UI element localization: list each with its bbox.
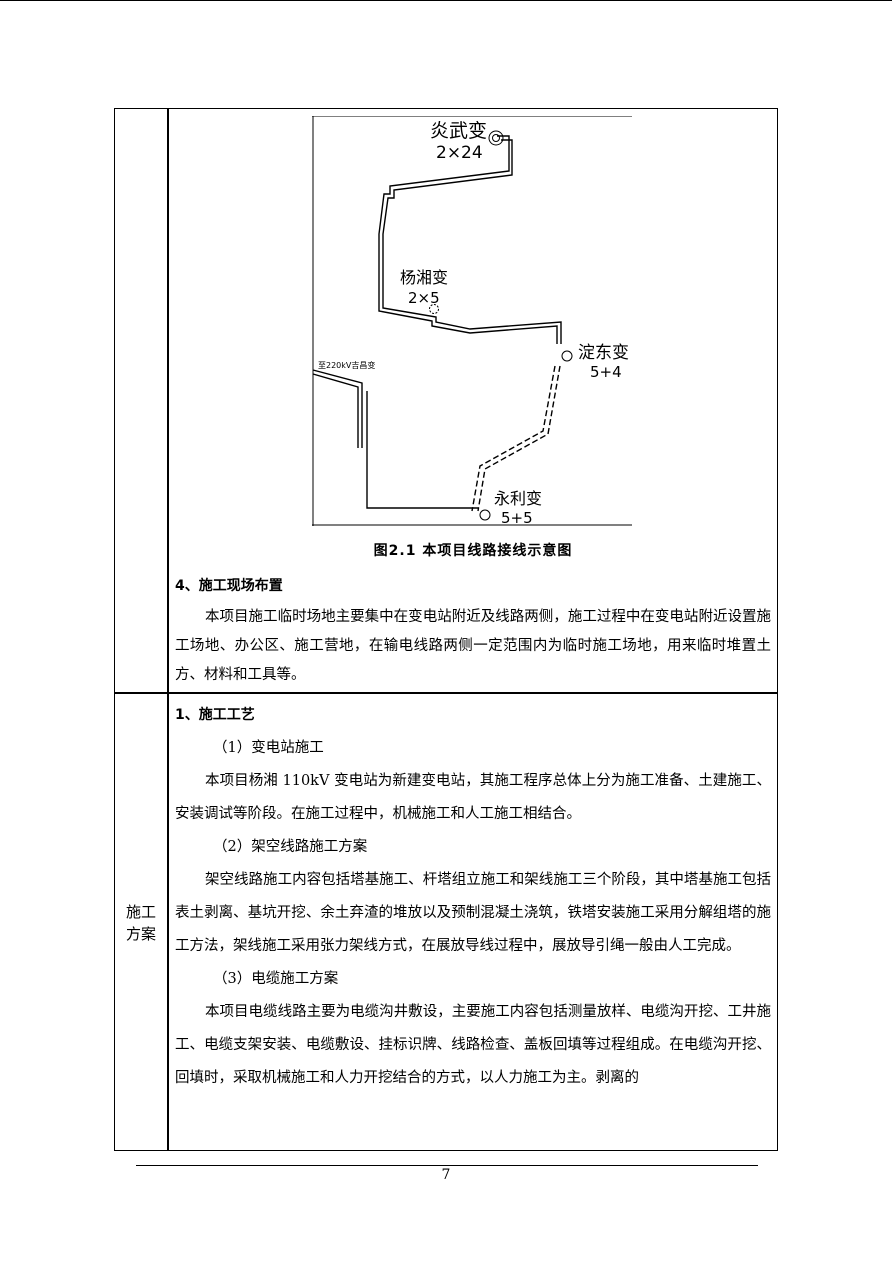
substation-construction-heading: （1）变电站施工 <box>213 740 324 756</box>
top-rule <box>0 0 892 1</box>
page-number: 7 <box>441 1167 451 1183</box>
figure-caption: 图2.1 本项目线路接线示意图 <box>373 543 573 559</box>
overhead-line-heading: （2）架空线路施工方案 <box>213 839 368 855</box>
section4-block: 4、施工现场布置 本项目施工临时场地主要集中在变电站附近及线路两侧，施工过程中在… <box>175 570 771 690</box>
row-label-line2: 方案 <box>125 925 156 943</box>
construction-plan-block: 1、施工工艺 （1）变电站施工 本项目杨湘 110kV 变电站为新建变电站，其施… <box>175 699 771 1095</box>
overhead-line-text: 架空线路施工内容包括塔基施工、杆塔组立施工和架线施工三个阶段，其中塔基施工包括表… <box>175 872 771 954</box>
overhead-line-solid <box>378 135 562 344</box>
cable-construction-heading: （3）电缆施工方案 <box>213 971 339 987</box>
station-capacity-yangxiang: 2×5 <box>408 289 440 307</box>
substation-construction-text: 本项目杨湘 110kV 变电站为新建变电站，其施工程序总体上分为施工准备、土建施… <box>175 773 771 822</box>
station-symbol-yangxiang <box>429 304 439 314</box>
section4-heading: 4、施工现场布置 <box>175 578 283 594</box>
line-to-220kv <box>312 369 479 509</box>
station-symbol-diandong <box>561 350 573 362</box>
station-name-diandong: 淀东变 <box>578 343 629 363</box>
construction-process-heading: 1、施工工艺 <box>175 707 255 723</box>
table-row-divider <box>115 692 777 694</box>
content-table: 施工 方案 炎武变 2×24 杨湘变 <box>114 108 778 1151</box>
row-label-construction-plan: 施工 方案 <box>115 901 167 945</box>
row-label-line1: 施工 <box>125 903 156 921</box>
section4-text: 本项目施工临时场地主要集中在变电站附近及线路两侧，施工过程中在变电站附近设置施工… <box>175 609 771 683</box>
line-label-220kv: 至220kV吉昌变 <box>318 360 375 370</box>
station-symbol-yanwu <box>488 130 504 146</box>
table-column-divider <box>167 109 169 1150</box>
footer-rule <box>136 1165 758 1166</box>
cable-line-dashed <box>471 365 561 512</box>
station-capacity-yongli: 5+5 <box>501 509 533 526</box>
station-name-yanwu: 炎武变 <box>430 120 487 142</box>
station-symbol-yongli <box>479 509 491 521</box>
station-name-yongli: 永利变 <box>494 489 542 508</box>
station-capacity-diandong: 5+4 <box>590 363 622 381</box>
cable-construction-text: 本项目电缆线路主要为电缆沟井敷设，主要施工内容包括测量放样、电缆沟开挖、工井施工… <box>175 1004 771 1086</box>
station-name-yangxiang: 杨湘变 <box>400 268 448 287</box>
station-capacity-yanwu: 2×24 <box>436 143 483 163</box>
line-connection-diagram: 炎武变 2×24 杨湘变 2×5 淀东变 5+4 永利变 5+5 至220kV吉… <box>312 116 632 526</box>
